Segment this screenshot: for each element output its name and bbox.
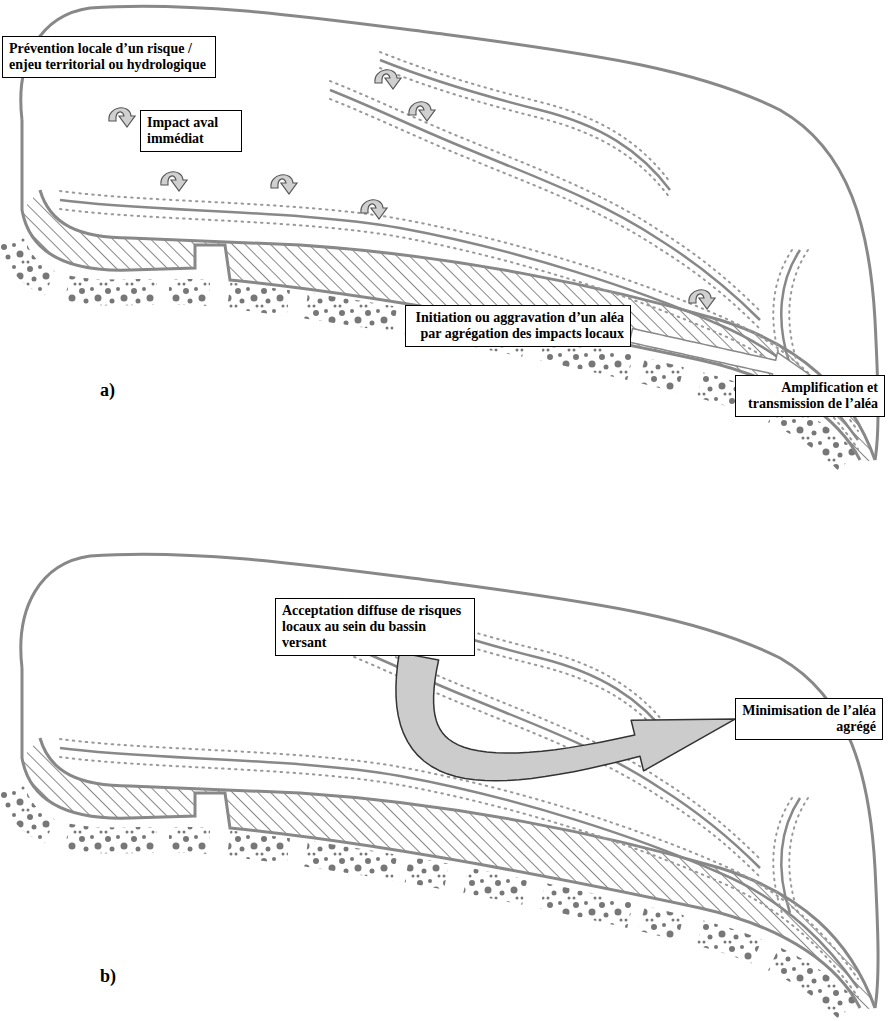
text-box: Impact aval immédiat: [140, 110, 242, 152]
box-text: Impact aval immédiat: [147, 115, 235, 147]
illustration-part: [409, 102, 435, 121]
panel-label: b): [98, 966, 118, 987]
box-text: Initiation ou aggravation d’un aléa par …: [412, 310, 624, 342]
box-text: Minimisation de l’aléa agrégé: [742, 703, 876, 735]
box-text: Amplification et transmission de l’aléa: [742, 380, 878, 412]
text-box: Prévention locale d’un risque / enjeu te…: [2, 36, 216, 78]
illustration-part: [689, 290, 715, 309]
box-text: Prévention locale d’un risque / enjeu te…: [9, 41, 209, 73]
illustration-part: [271, 175, 297, 194]
watershed-b: [12, 554, 878, 1018]
panel-label: a): [98, 380, 117, 401]
text-box: Amplification et transmission de l’aléa: [735, 375, 885, 417]
illustration-part: [161, 172, 187, 191]
local-impact-curls: [109, 70, 715, 309]
illustration-part: [361, 200, 387, 219]
block-arrow: [396, 653, 735, 781]
text-box: Minimisation de l’aléa agrégé: [735, 698, 883, 740]
box-text: Acceptation diffuse de risques locaux au…: [282, 603, 468, 651]
text-box: Acceptation diffuse de risques locaux au…: [275, 598, 475, 656]
illustration-part: [375, 70, 401, 89]
text-box: Initiation ou aggravation d’un aléa par …: [405, 305, 631, 347]
block-arrow: [629, 329, 810, 382]
illustration-part: [109, 108, 135, 127]
